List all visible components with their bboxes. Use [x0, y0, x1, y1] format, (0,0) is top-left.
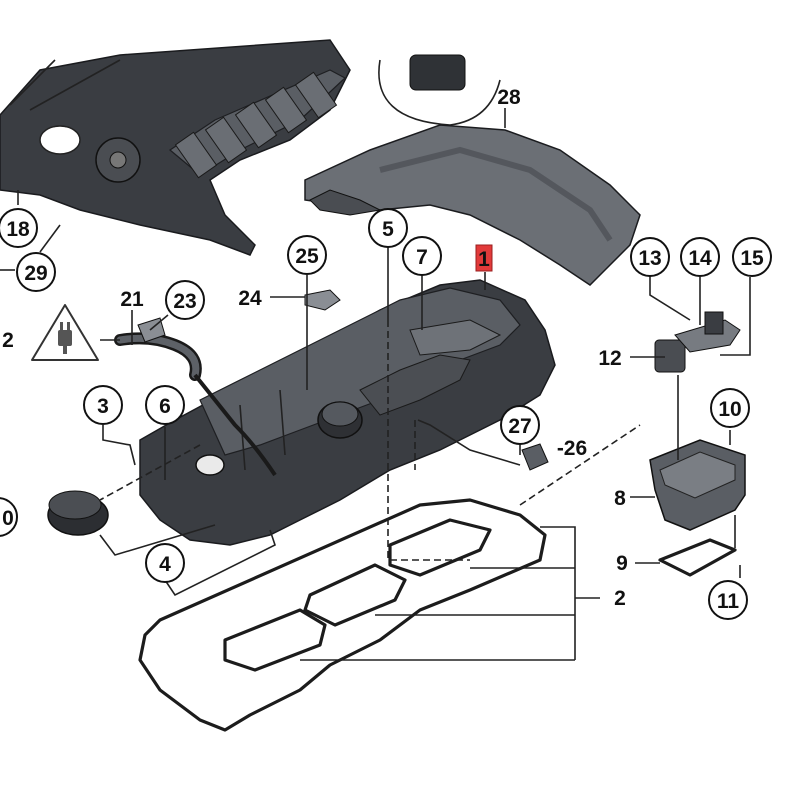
- callout-10: 10: [718, 398, 741, 421]
- part-27-clip: [521, 443, 549, 471]
- callout-27: 27: [508, 415, 531, 438]
- callout-8: 8: [614, 487, 626, 510]
- gasket-set: [138, 498, 547, 732]
- oil-separator-box: [649, 439, 746, 531]
- vent-hose: [114, 332, 277, 477]
- part-25-bracket: [304, 289, 341, 311]
- callouts: 18 29 28 5 7 1 25 24 21 23 2 3 6 0 4 27 …: [0, 86, 772, 620]
- callout-7: 7: [416, 246, 428, 269]
- callout-12: 12: [598, 347, 621, 370]
- callout-9: 9: [616, 552, 628, 575]
- callout-21: 21: [120, 288, 144, 311]
- callout-25: 25: [295, 245, 319, 268]
- callout-2-left: 2: [2, 329, 14, 352]
- callout-10-partial: 0: [2, 507, 14, 530]
- oil-cap: [47, 490, 109, 536]
- leader-lines: [17, 108, 751, 661]
- callout-26: -26: [557, 437, 587, 460]
- callout-5: 5: [382, 218, 394, 241]
- callout-11: 11: [717, 590, 740, 613]
- callout-14: 14: [688, 247, 712, 270]
- callout-24: 24: [238, 287, 262, 310]
- sensor-12-14: [654, 311, 741, 373]
- callout-3: 3: [97, 395, 109, 418]
- electrical-connector-warning-icon: [31, 304, 99, 361]
- callout-15: 15: [740, 247, 764, 270]
- valve-cover: [139, 279, 556, 546]
- callout-1-highlighted: 1: [478, 248, 490, 271]
- callout-13: 13: [638, 247, 661, 270]
- callout-2-right: 2: [614, 587, 626, 610]
- gasket-9: [658, 538, 737, 577]
- callout-18: 18: [6, 218, 30, 241]
- callout-6: 6: [159, 395, 171, 418]
- detail-view-arc: [378, 54, 501, 126]
- callout-29: 29: [24, 262, 47, 285]
- engine-cover: [0, 39, 351, 256]
- part-28-cover: [304, 124, 641, 286]
- callout-28: 28: [497, 86, 521, 109]
- callout-4: 4: [159, 553, 171, 576]
- callout-23: 23: [173, 290, 196, 313]
